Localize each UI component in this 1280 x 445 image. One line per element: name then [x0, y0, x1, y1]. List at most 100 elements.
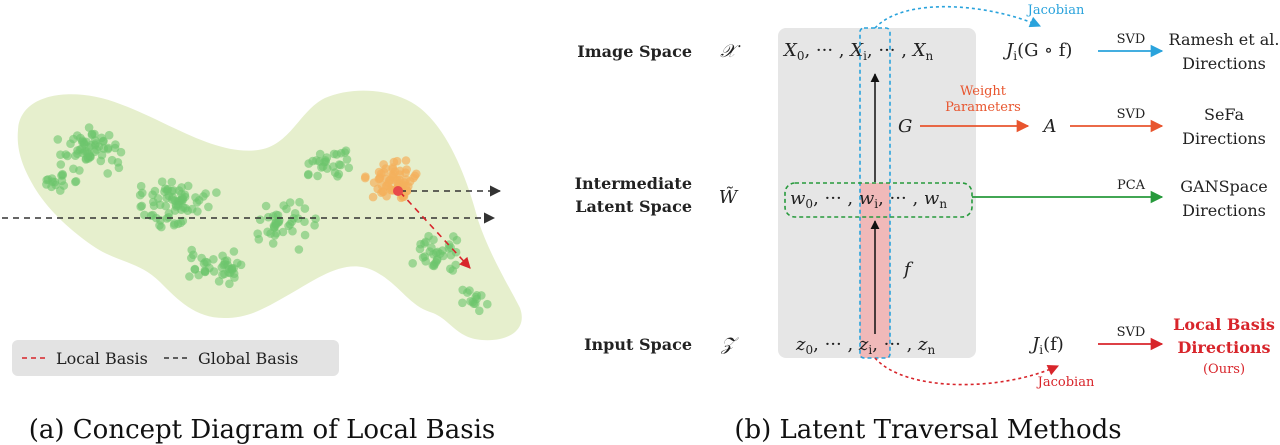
local-data-point	[360, 173, 370, 183]
data-point	[315, 149, 325, 159]
data-point	[446, 264, 455, 274]
data-point	[96, 156, 106, 166]
data-point	[304, 159, 314, 168]
legend-global-label: Global Basis	[198, 349, 298, 368]
data-point	[295, 197, 304, 207]
data-point	[290, 209, 300, 218]
data-point	[73, 131, 82, 140]
w-row-dashed-box	[784, 182, 973, 218]
local-data-point	[395, 166, 405, 176]
data-point	[178, 216, 188, 226]
panel-b-caption: (b) Latent Traversal Methods	[734, 415, 1121, 445]
image-space-symbol: 𝒳	[720, 41, 741, 62]
data-point	[97, 133, 106, 143]
data-point	[317, 163, 326, 172]
data-point	[58, 169, 67, 179]
data-point	[66, 139, 75, 148]
data-point	[178, 193, 187, 203]
data-point	[342, 155, 352, 164]
data-point	[255, 215, 265, 224]
data-point	[187, 245, 196, 255]
input-space-symbol: 𝒵	[720, 334, 739, 355]
data-point	[185, 272, 194, 281]
data-point	[300, 217, 309, 226]
data-point	[75, 166, 84, 175]
data-point	[300, 204, 310, 213]
data-point	[463, 288, 472, 297]
data-point	[169, 186, 178, 195]
data-point	[201, 189, 210, 198]
data-point	[148, 210, 158, 220]
panel-a-caption: (a) Concept Diagram of Local Basis	[29, 415, 496, 445]
data-point	[71, 177, 81, 186]
intermediate-space-label-1: Intermediate	[575, 174, 692, 193]
data-point	[313, 171, 322, 181]
data-point	[310, 221, 319, 230]
data-point	[136, 181, 146, 191]
local-data-point	[368, 192, 378, 202]
data-point	[63, 151, 72, 161]
data-point	[84, 149, 93, 158]
sefa-weight-label-2: Parameters	[945, 100, 1021, 115]
data-point	[113, 158, 123, 167]
data-point	[103, 169, 112, 178]
local-data-point	[388, 172, 398, 182]
intermediate-sequence: w0, ··· , wi, ··· , wn	[790, 188, 947, 211]
ours-jacobian-label: Jacobian	[1036, 375, 1095, 390]
panel-b: Image Space 𝒳 Intermediate Latent Space …	[575, 3, 1280, 445]
data-point	[149, 197, 158, 207]
data-point	[157, 177, 167, 186]
data-point	[344, 163, 354, 173]
data-point	[225, 279, 234, 289]
data-point	[268, 239, 278, 248]
data-point	[439, 251, 448, 261]
ramesh-svd-label: SVD	[1117, 32, 1146, 47]
local-data-point	[381, 164, 391, 173]
local-data-point	[378, 187, 387, 196]
panel-a: Local Basis Global Basis (a) Concept Dia…	[2, 90, 522, 445]
ramesh-jacobian-arrow	[874, 5, 1042, 29]
data-point	[432, 255, 442, 265]
data-point	[138, 188, 147, 198]
data-point	[111, 140, 120, 149]
data-point	[303, 170, 313, 180]
data-point	[334, 169, 344, 179]
ramesh-source: Ji(G ∘ f)	[1002, 40, 1072, 63]
local-data-point	[404, 182, 413, 191]
local-data-point	[412, 169, 421, 179]
intermediate-space-symbol: W̃	[719, 186, 739, 208]
local-data-point	[402, 165, 412, 174]
data-point	[169, 220, 179, 230]
data-point	[321, 156, 330, 165]
local-data-point	[389, 157, 399, 167]
data-point	[78, 137, 87, 147]
data-point	[56, 150, 65, 159]
ours-svd-label: SVD	[1117, 325, 1146, 340]
generator-g-label: G	[898, 116, 912, 137]
local-data-point	[401, 156, 411, 165]
data-point	[475, 306, 484, 316]
data-point	[190, 265, 200, 274]
data-point	[418, 253, 428, 262]
ours-source: Ji(f)	[1028, 334, 1064, 357]
data-point	[103, 144, 113, 154]
data-point	[282, 204, 291, 214]
input-space-label: Input Space	[584, 335, 692, 354]
ours-result-line1: Local Basis	[1173, 315, 1275, 334]
data-point	[148, 190, 157, 199]
sefa-weight-label-1: Weight	[960, 84, 1007, 99]
ganspace-result-line1: GANSpace	[1180, 177, 1268, 196]
data-point	[336, 160, 346, 170]
data-point	[261, 201, 271, 211]
data-point	[452, 235, 462, 245]
data-point	[483, 299, 492, 309]
data-point	[272, 228, 281, 238]
data-point	[425, 247, 435, 256]
local-data-point	[369, 178, 379, 187]
ours-result-line2: Directions	[1177, 338, 1270, 357]
data-point	[214, 277, 224, 286]
data-point	[104, 130, 114, 140]
ours-result-line3: (Ours)	[1203, 362, 1245, 377]
data-point	[263, 227, 272, 237]
